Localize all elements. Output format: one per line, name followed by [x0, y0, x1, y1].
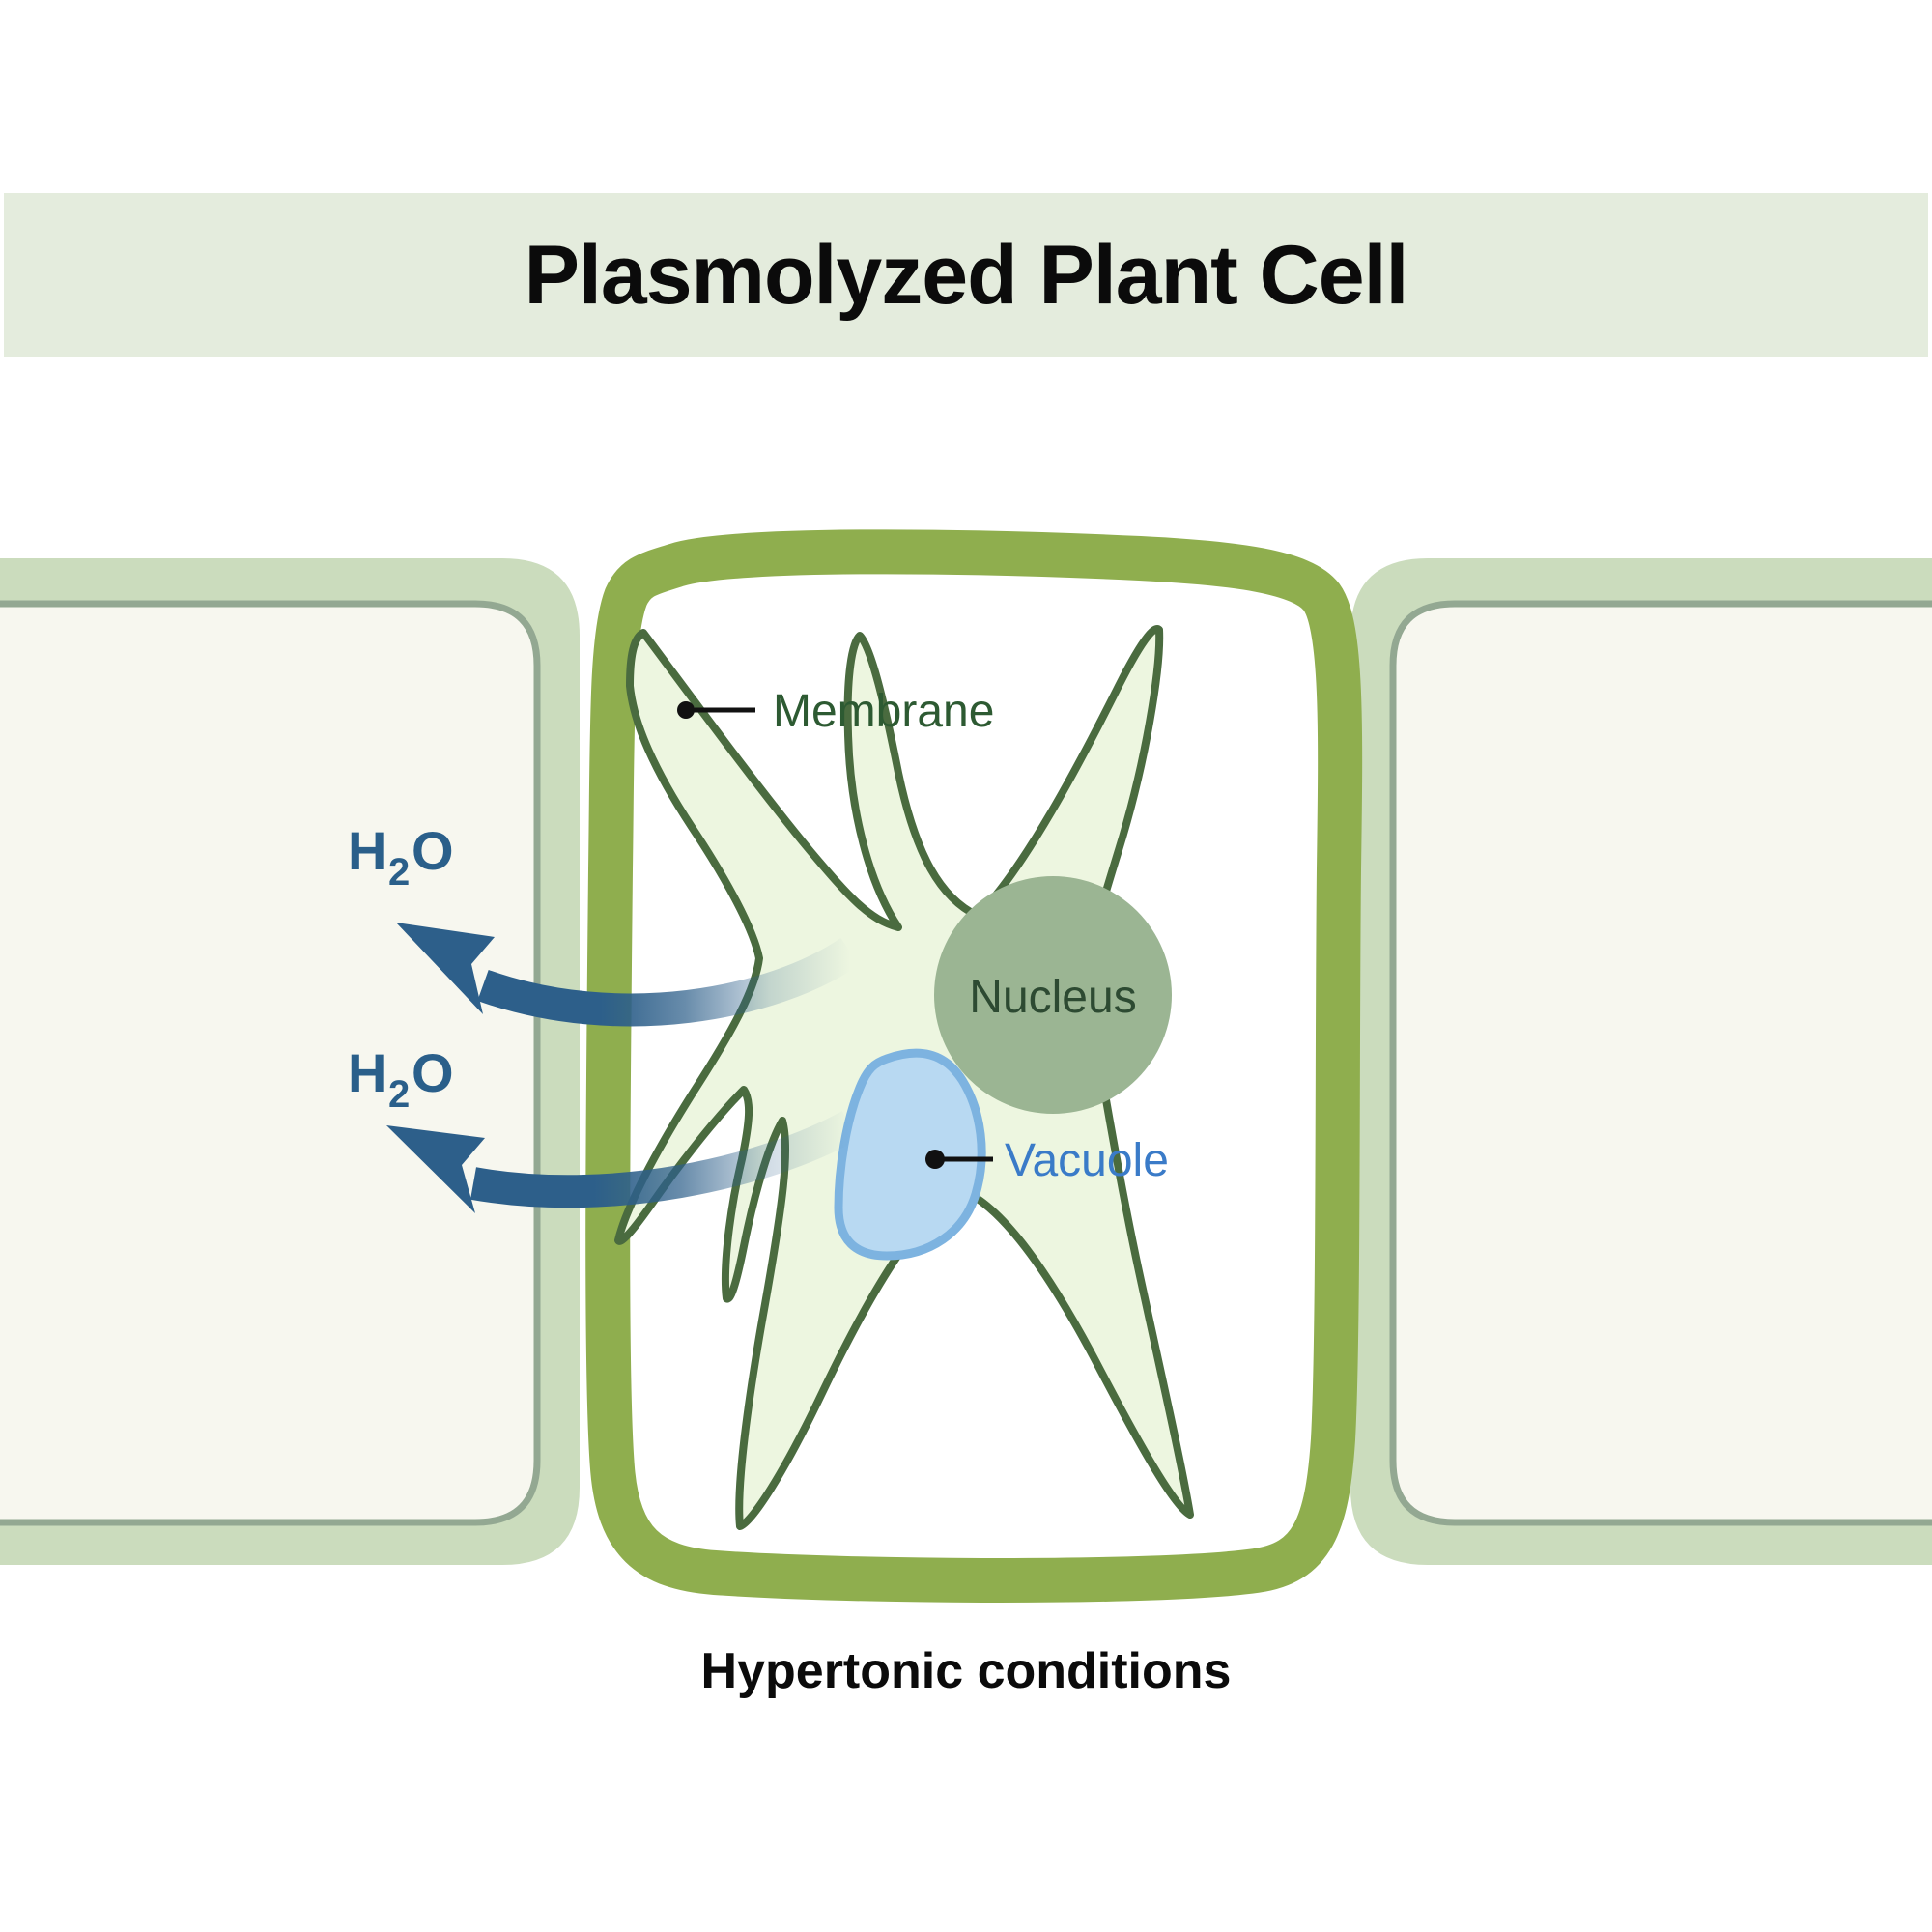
page-title: Plasmolyzed Plant Cell: [524, 229, 1409, 322]
upper-arrow-tail: [477, 937, 860, 1027]
left-neighbor-cell: [0, 558, 580, 1565]
water-label-lower-h: H: [348, 1042, 386, 1103]
title-band: Plasmolyzed Plant Cell: [4, 193, 1928, 357]
vacuole-label: Vacuole: [1005, 1135, 1169, 1186]
nucleus-circle: [934, 876, 1172, 1114]
vacuole-shape: [834, 1048, 986, 1261]
water-label-lower: H 2 O: [348, 1042, 454, 1116]
water-label-upper: H 2 O: [348, 820, 454, 894]
upper-arrow-head: [396, 923, 495, 1014]
water-label-lower-o: O: [412, 1042, 454, 1103]
upper-water-efflux-arrow: [396, 923, 860, 1027]
membrane-leader-dot: [677, 701, 695, 719]
water-label-lower-sub: 2: [388, 1073, 410, 1116]
right-neighbor-cell: [1350, 558, 1932, 1565]
lower-water-efflux-arrow: [386, 1111, 859, 1213]
nucleus-label: Nucleus: [969, 972, 1136, 1023]
central-cell-wall: [585, 529, 1363, 1603]
nucleus: Nucleus: [934, 876, 1172, 1114]
vacuole: [834, 1048, 986, 1261]
lower-arrow-tail: [470, 1111, 859, 1208]
right-neighbor-interior: [1389, 600, 1932, 1526]
vacuole-callout: Vacuole: [925, 1135, 1169, 1186]
cell-wall-outline: [585, 529, 1363, 1603]
water-label-upper-h: H: [348, 820, 386, 881]
membrane-callout: Membrane: [677, 686, 994, 737]
water-label-upper-o: O: [412, 820, 454, 881]
lower-arrow-head: [386, 1125, 485, 1213]
left-neighbor-interior: [0, 600, 541, 1526]
water-label-upper-sub: 2: [388, 851, 410, 894]
membrane-label: Membrane: [773, 686, 994, 737]
figure-caption: Hypertonic conditions: [700, 1643, 1232, 1699]
vacuole-leader-dot: [925, 1150, 945, 1169]
